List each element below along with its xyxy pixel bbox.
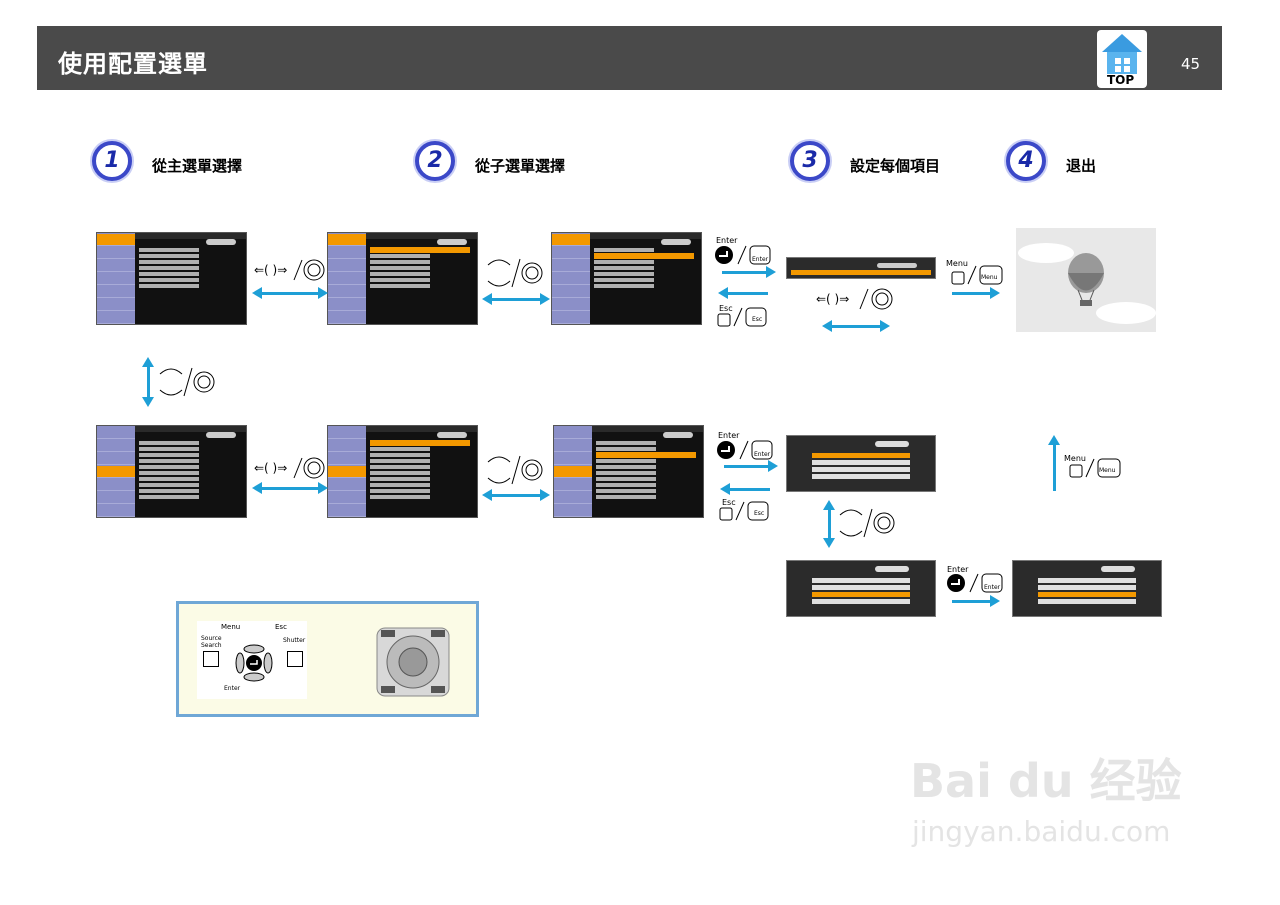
svg-text:Esc: Esc	[754, 510, 764, 517]
enter-key-label: Enter	[716, 236, 738, 245]
svg-text:⇐( )⇒: ⇐( )⇒	[816, 292, 849, 306]
projector-panel-icon	[375, 626, 451, 702]
svg-text:Enter: Enter	[754, 451, 771, 458]
page-header	[37, 26, 1222, 90]
svg-text:Menu: Menu	[1099, 467, 1116, 474]
step-4-number: 4	[1006, 141, 1046, 181]
menu-screen-sub-1a	[327, 232, 478, 325]
up-down-pad-icon	[484, 253, 544, 297]
menu-screen-sub-1b	[551, 232, 702, 325]
up-down-pad-icon-2	[158, 362, 218, 406]
svg-text:Esc: Esc	[752, 316, 762, 323]
menu-screen-sub-2a	[327, 425, 478, 518]
option-screen-1	[786, 435, 936, 492]
enter-key-label-3: Enter	[947, 565, 969, 574]
esc-key-label: Esc	[719, 304, 733, 313]
svg-text:⇐( )⇒: ⇐( )⇒	[254, 461, 287, 475]
arrow-double-v-2	[823, 500, 835, 548]
menu-screen-sub-2b	[553, 425, 704, 518]
step-2-number: 2	[415, 141, 455, 181]
page-title: 使用配置選單	[58, 50, 208, 78]
arrow-right-2	[724, 460, 778, 472]
menu-screen-main-1	[96, 232, 247, 325]
arrow-right-exit	[952, 287, 1000, 299]
enter-button-icon-2: Enter	[716, 439, 776, 465]
shutter-button	[287, 651, 303, 667]
menu-screen-main-2	[96, 425, 247, 518]
svg-text:⇐( )⇒: ⇐( )⇒	[254, 263, 287, 277]
top-home-icon[interactable]: TOP	[1097, 30, 1147, 88]
esc-key-label-2: Esc	[722, 498, 736, 507]
svg-text:Enter: Enter	[984, 584, 1001, 591]
enter-key-label-2: Enter	[718, 431, 740, 440]
arrow-up-exit	[1048, 435, 1060, 491]
step-3-number: 3	[790, 141, 830, 181]
enter-button-icon-3: Enter	[946, 572, 1006, 598]
remote-control-box: Menu Esc Source Search Shutter Enter	[176, 601, 479, 717]
step-3-label: 設定每個項目	[850, 157, 941, 175]
left-right-pad-icon-3: ⇐( )⇒	[254, 456, 326, 484]
arrow-right-1	[722, 266, 776, 278]
step-1-label: 從主選單選擇	[152, 157, 243, 175]
dpad-icon	[235, 643, 273, 687]
source-search-button	[203, 651, 219, 667]
up-down-pad-icon-3	[484, 450, 544, 494]
arrow-right-3	[952, 595, 1000, 607]
arrow-double-h-4	[252, 482, 328, 494]
page-number: 45	[1181, 55, 1201, 73]
watermark-url: jingyan.baidu.com	[912, 815, 1171, 848]
menu-key-label-2: Menu	[1064, 454, 1086, 463]
arrow-double-h-3	[822, 320, 890, 332]
remote-enter-label: Enter	[224, 685, 241, 692]
menu-key-label: Menu	[946, 259, 968, 268]
svg-text:Menu: Menu	[981, 274, 998, 281]
arrow-left-1	[718, 287, 768, 299]
menu-button-icon: Menu	[950, 262, 1006, 290]
remote-esc-label: Esc	[275, 623, 287, 631]
remote-shutter-label: Shutter	[283, 637, 306, 644]
arrow-double-h-5	[482, 489, 550, 501]
menu-button-icon-2: Menu	[1068, 455, 1124, 483]
step-4-label: 退出	[1066, 157, 1097, 175]
left-right-pad-icon-2: ⇐( )⇒	[816, 287, 900, 315]
up-down-pad-icon-4	[838, 503, 898, 547]
arrow-left-2	[720, 483, 770, 495]
svg-text:Enter: Enter	[752, 256, 769, 263]
arrow-double-h-1	[252, 287, 328, 299]
top-label: TOP	[1107, 73, 1135, 87]
enter-button-icon: Enter	[714, 244, 774, 270]
arrow-double-h-2	[482, 293, 550, 305]
option-screen-2	[786, 560, 936, 617]
arrow-double-v-1	[142, 357, 154, 407]
exit-screen-image	[1016, 228, 1156, 332]
esc-button-icon: Esc	[716, 304, 772, 332]
option-screen-3	[1012, 560, 1162, 617]
step-2-label: 從子選單選擇	[475, 157, 566, 175]
esc-button-icon-2: Esc	[718, 498, 774, 526]
watermark-logo: Bai du 经验	[910, 754, 1182, 808]
left-right-pad-icon: ⇐( )⇒	[254, 258, 326, 286]
setting-slider-screen	[786, 257, 936, 279]
remote-source-search-label: Source Search	[201, 635, 222, 649]
remote-menu-label: Menu	[221, 623, 241, 631]
step-1-number: 1	[92, 141, 132, 181]
